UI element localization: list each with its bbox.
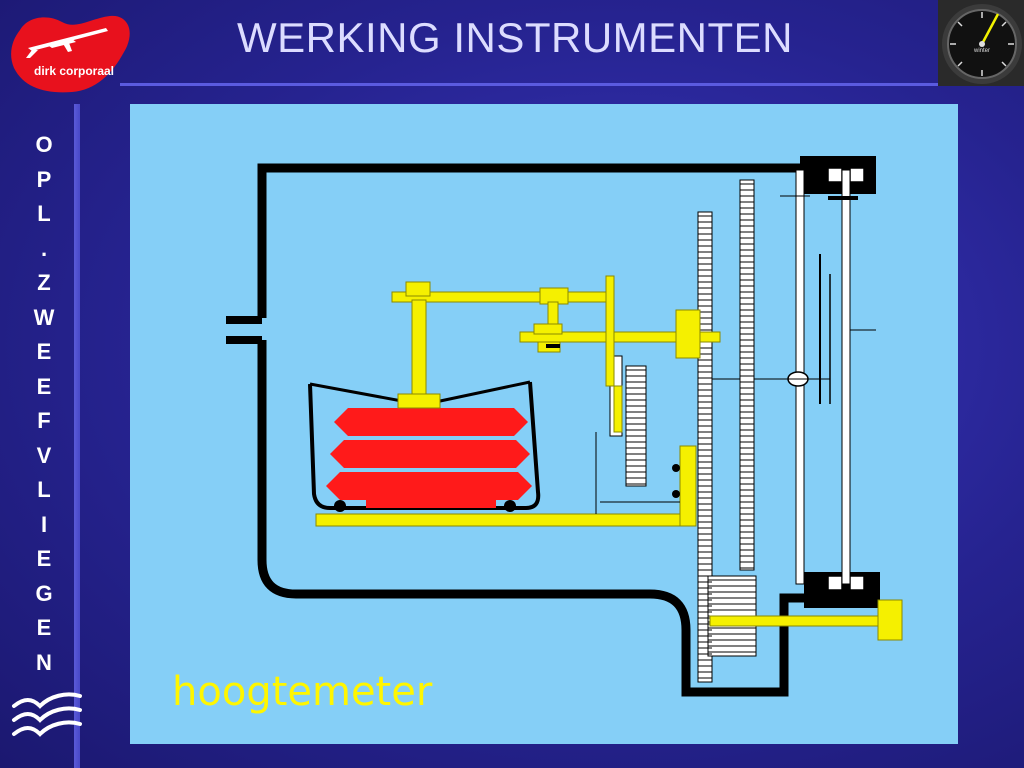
logo-text: dirk corporaal <box>33 64 115 78</box>
vertical-letter: O <box>35 132 53 157</box>
variometer-icon: winter <box>938 0 1024 86</box>
glider-icon <box>26 28 108 58</box>
sidebar-divider <box>74 104 80 768</box>
altimeter-diagram: hoogtemeter <box>130 104 958 744</box>
vertical-letter: L <box>37 477 51 502</box>
title-divider <box>120 83 938 86</box>
housing-flange <box>800 156 880 608</box>
static-port <box>226 316 262 344</box>
vertical-letter: E <box>36 546 52 571</box>
vertical-letter: N <box>36 649 52 675</box>
vertical-letter: G <box>35 580 53 606</box>
vertical-letter: P <box>36 166 52 192</box>
vertical-letter: F <box>37 408 51 433</box>
dirk-corporaal-logo: dirk corporaal <box>6 8 134 94</box>
instrument-dial-label: winter <box>973 48 990 54</box>
vertical-course-label: O P L . Z W E E F V L I E G E N <box>24 128 64 680</box>
vertical-letter: W <box>33 304 55 330</box>
vertical-letter: E <box>36 339 52 364</box>
vertical-letter: E <box>36 615 52 640</box>
altimeter-housing <box>257 163 830 697</box>
dial-shaft <box>710 169 876 585</box>
birds-icon <box>10 688 84 744</box>
vertical-letter: Z <box>37 270 51 295</box>
vertical-letter: E <box>36 373 52 399</box>
page-title: WERKING INSTRUMENTEN <box>237 14 793 61</box>
vertical-letter: . <box>40 235 48 261</box>
linkage-mechanism <box>315 275 903 641</box>
vertical-letter: I <box>40 511 48 537</box>
vertical-letter: L <box>37 201 51 226</box>
diagram-caption: hoogtemeter <box>172 669 433 715</box>
vertical-letter: V <box>36 442 52 468</box>
